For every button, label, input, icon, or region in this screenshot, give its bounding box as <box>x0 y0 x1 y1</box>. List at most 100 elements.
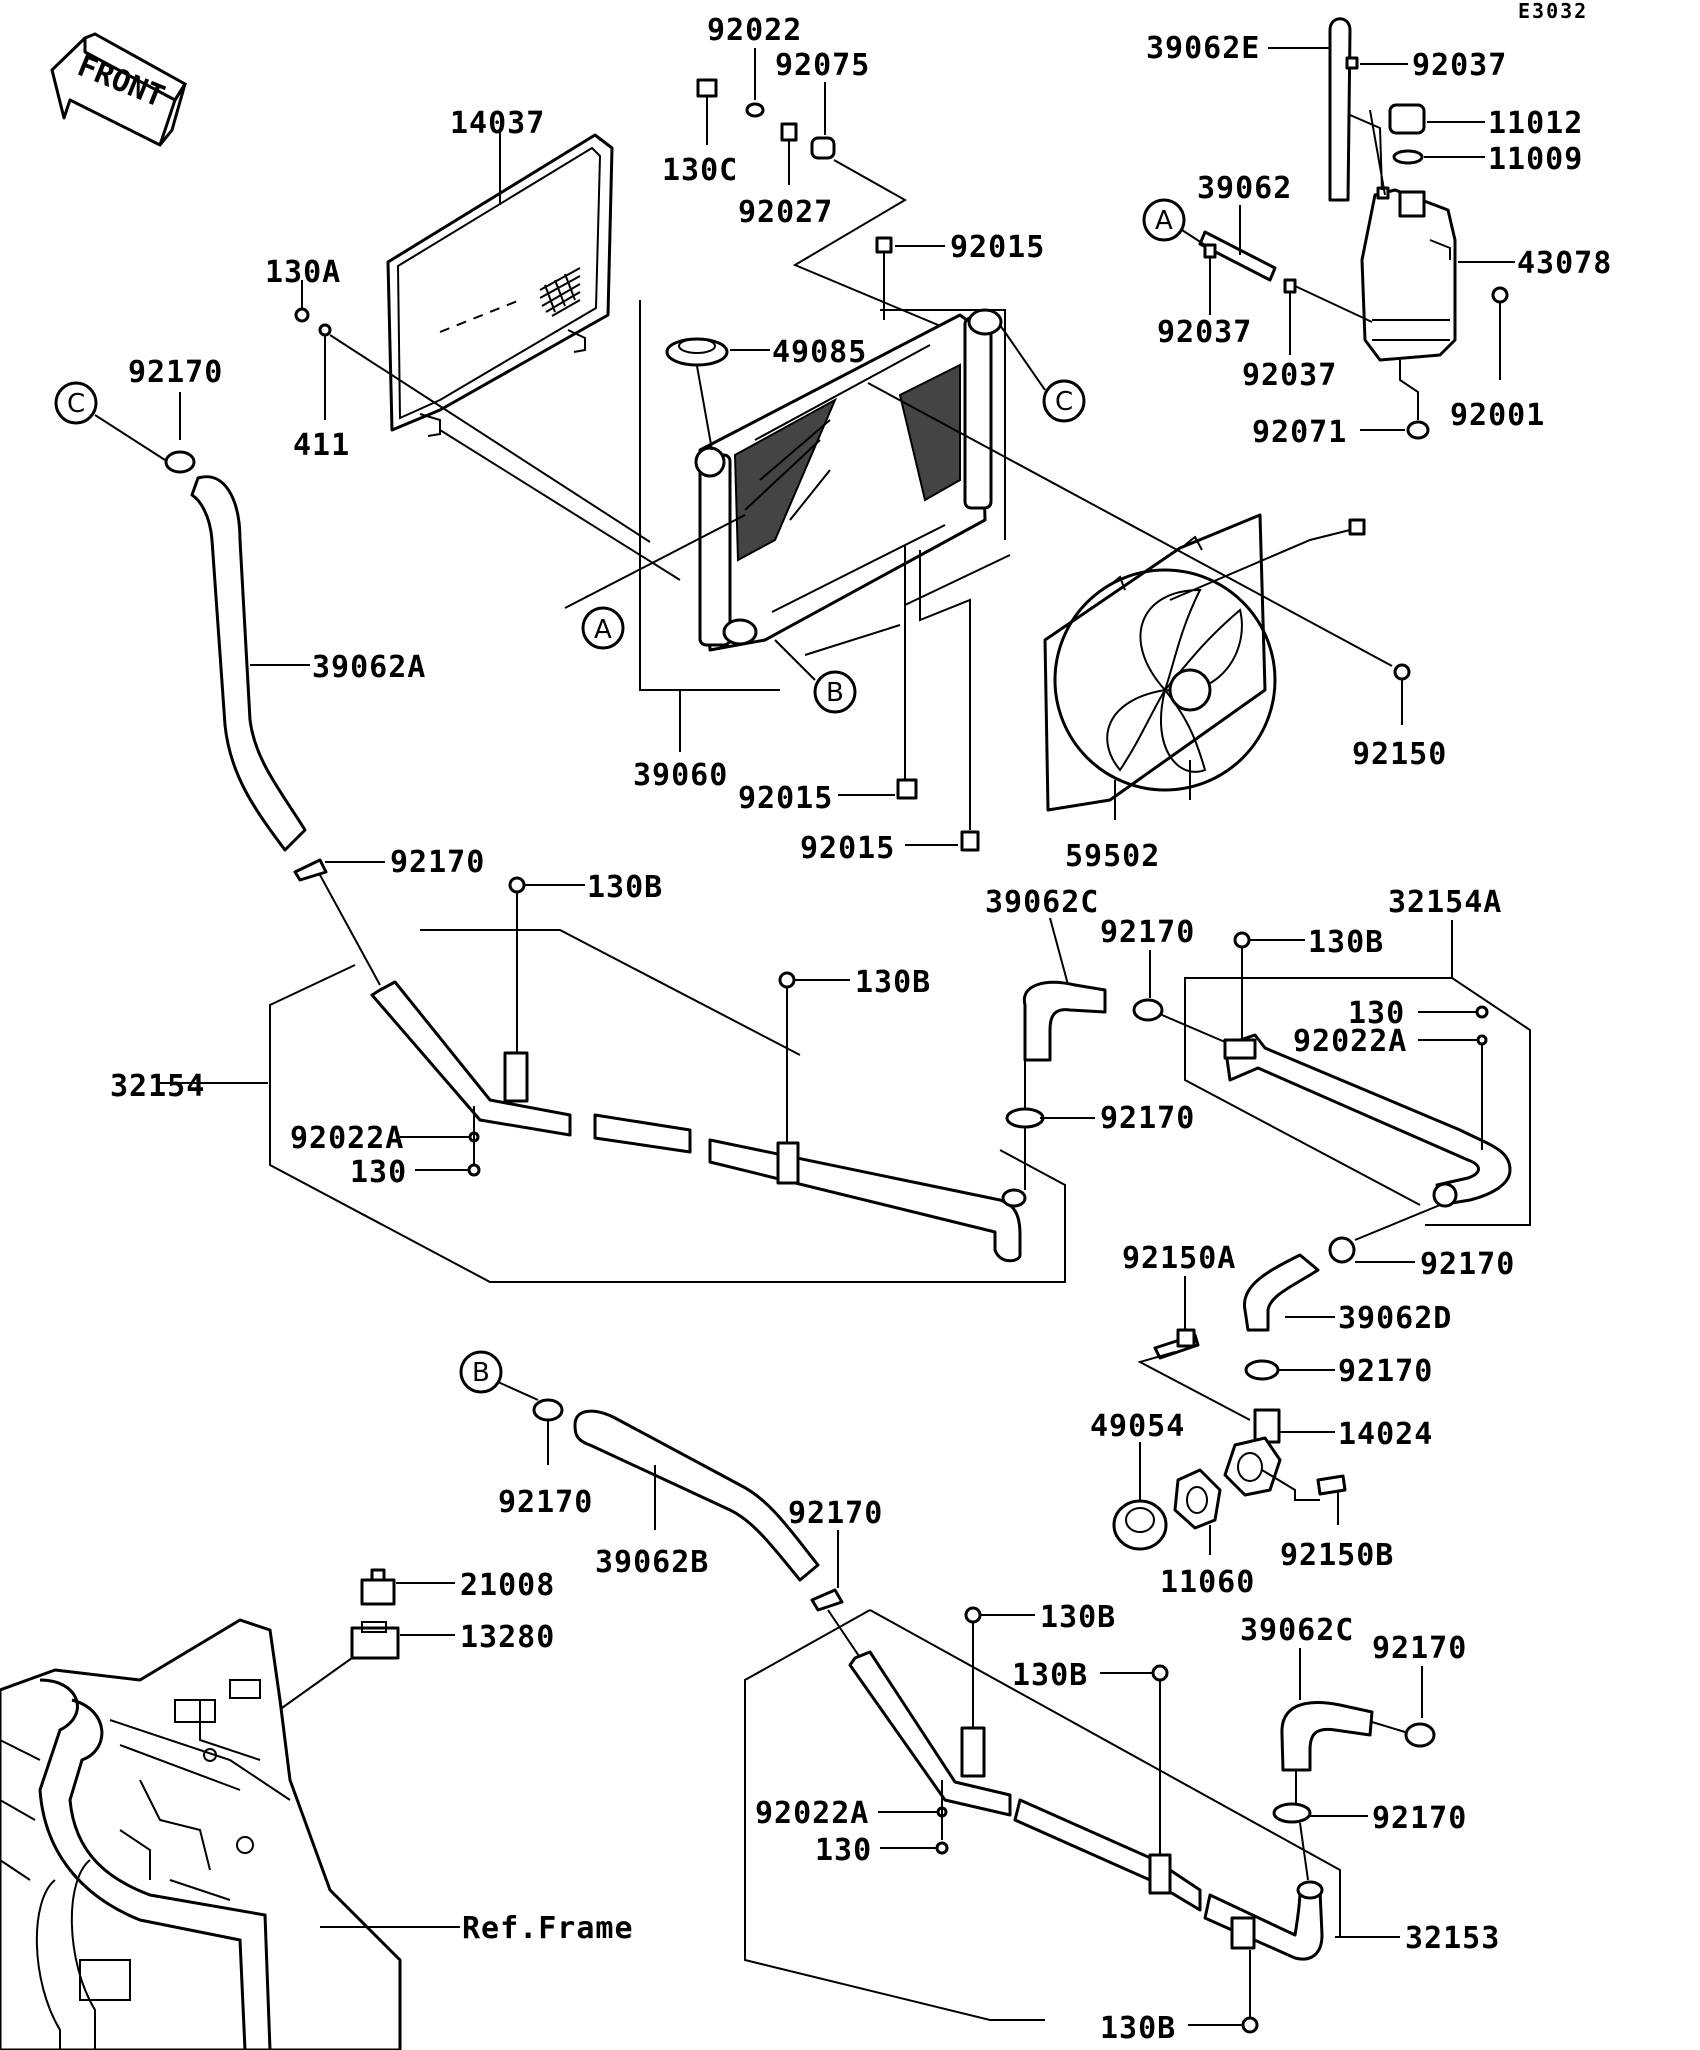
label-130B-e: 130B <box>1012 1658 1088 1693</box>
label-130-b: 130 <box>1348 996 1405 1031</box>
clamp-92170-j[interactable] <box>1272 1802 1312 1824</box>
relay-bracket-13280[interactable] <box>350 1621 400 1660</box>
hose-39062C-lower[interactable] <box>1280 1701 1374 1772</box>
svg-text:A: A <box>1155 206 1173 236</box>
clamp-92170-h[interactable] <box>810 1588 844 1612</box>
bolt-130-a[interactable] <box>467 1163 481 1177</box>
washer-92022A-b[interactable] <box>1476 1034 1488 1046</box>
label-92150B: 92150B <box>1280 1538 1394 1573</box>
label-130-a: 130 <box>350 1155 407 1190</box>
clamp-92170-c[interactable] <box>1132 998 1164 1022</box>
clamp-92170-d[interactable] <box>1005 1107 1045 1129</box>
label-130C: 130C <box>662 153 738 188</box>
breather-hose-39062[interactable] <box>1198 230 1277 282</box>
hose-39062C-upper[interactable] <box>1022 980 1107 1062</box>
thermostat-49054[interactable] <box>1112 1499 1168 1551</box>
guard-mesh-patch <box>539 267 581 317</box>
gasket-11060[interactable] <box>1173 1468 1222 1530</box>
label-92170-h: 92170 <box>788 1496 883 1531</box>
callout-B-lower: B <box>459 1350 539 1401</box>
svg-text:C: C <box>67 389 85 419</box>
label-39062C-upper: 39062C <box>985 885 1099 920</box>
label-130B-d: 130B <box>1040 1600 1116 1635</box>
collar-92027[interactable] <box>780 122 798 142</box>
bolt-92150A[interactable] <box>1153 1328 1200 1360</box>
clamp-92037-top[interactable] <box>1345 56 1359 70</box>
bolt-130B-f[interactable] <box>1241 2016 1259 2034</box>
label-92022A-c: 92022A <box>755 1796 869 1831</box>
bolt-92150B[interactable] <box>1316 1474 1347 1496</box>
coolant-pipe-32154A[interactable] <box>1223 1033 1512 1208</box>
label-92170-g: 92170 <box>498 1485 593 1520</box>
coolant-pipe-32154[interactable] <box>370 980 1027 1263</box>
label-39062A: 39062A <box>312 650 426 685</box>
bolt-130C[interactable] <box>696 78 718 145</box>
radiator[interactable] <box>694 308 1003 652</box>
label-92037-right: 92037 <box>1242 358 1337 393</box>
svg-text:A: A <box>594 615 612 645</box>
clamp-92037-left[interactable] <box>1203 243 1217 259</box>
bolt-130B-c[interactable] <box>1233 931 1251 949</box>
hose-39062D[interactable] <box>1243 1253 1320 1332</box>
label-49085: 49085 <box>772 335 867 370</box>
diagram-code: E3032 <box>1518 0 1588 23</box>
clip-92015-top[interactable] <box>875 236 893 254</box>
clamp-92170-e[interactable] <box>1328 1236 1356 1264</box>
washer-411[interactable] <box>318 323 332 420</box>
svg-text:C: C <box>1055 387 1073 417</box>
radiator-hose-39062B[interactable] <box>573 1409 820 1582</box>
clamp-92170-f[interactable] <box>1244 1359 1280 1381</box>
label-130A: 130A <box>265 255 341 290</box>
callout-A-radiator: A <box>564 514 746 650</box>
clamp-92037-right[interactable] <box>1283 278 1297 294</box>
label-11060: 11060 <box>1160 1565 1255 1600</box>
clip-92015-mid[interactable] <box>896 778 918 800</box>
clip-92015-low[interactable] <box>960 830 980 852</box>
label-92170-lower-left: 92170 <box>390 845 485 880</box>
bolt-130A[interactable] <box>294 280 310 323</box>
clamp-92170-g[interactable] <box>532 1398 564 1422</box>
thermostat-housing-14024[interactable] <box>1223 1408 1282 1497</box>
overflow-hose-39062E[interactable] <box>1328 17 1352 202</box>
label-39062D: 39062D <box>1338 1301 1452 1336</box>
callout-C-left: C <box>54 381 166 461</box>
bolt-130B-d[interactable] <box>964 1606 982 1624</box>
bolt-130B-b[interactable] <box>778 971 796 989</box>
coolant-pipe-32153[interactable] <box>848 1650 1324 1961</box>
radiator-guard[interactable] <box>386 133 614 437</box>
bolt-130-c[interactable] <box>935 1841 949 1855</box>
clamp-92170-top-left[interactable] <box>164 450 196 474</box>
label-92022: 92022 <box>707 13 802 48</box>
label-92150A: 92150A <box>1122 1241 1236 1276</box>
tank-cap-11012[interactable] <box>1388 103 1426 135</box>
label-92170-d: 92170 <box>1100 1101 1195 1136</box>
clamp-92170-i[interactable] <box>1404 1722 1436 1748</box>
radiator-cap-49085[interactable] <box>665 337 729 367</box>
label-92022A-a: 92022A <box>290 1121 404 1156</box>
grommet-92075[interactable] <box>810 136 836 160</box>
label-59502: 59502 <box>1065 839 1160 874</box>
bolt-130-b[interactable] <box>1475 1005 1489 1019</box>
bolt-92001[interactable] <box>1491 286 1509 304</box>
callout-C-radiator: C <box>999 324 1086 423</box>
grommet-92071[interactable] <box>1406 420 1430 440</box>
relay-21008[interactable] <box>360 1568 396 1606</box>
bolt-130B-e[interactable] <box>1151 1664 1169 1682</box>
bolt-92150[interactable] <box>1393 663 1411 681</box>
label-39062B: 39062B <box>595 1545 709 1580</box>
label-11009: 11009 <box>1488 142 1583 177</box>
gasket-11009[interactable] <box>1392 149 1424 165</box>
reserve-tank-43078[interactable] <box>1360 186 1457 362</box>
label-92037-left: 92037 <box>1157 315 1252 350</box>
label-49054: 49054 <box>1090 1409 1185 1444</box>
label-32154: 32154 <box>110 1069 205 1104</box>
washer-92022[interactable] <box>745 102 765 118</box>
bolt-130B-a[interactable] <box>508 876 526 894</box>
label-92001: 92001 <box>1450 398 1545 433</box>
radiator-hose-39062A[interactable] <box>190 475 307 852</box>
clamp-92170-lower-left[interactable] <box>293 858 328 882</box>
label-92027: 92027 <box>738 195 833 230</box>
cooling-fan-assembly[interactable] <box>1043 513 1366 812</box>
